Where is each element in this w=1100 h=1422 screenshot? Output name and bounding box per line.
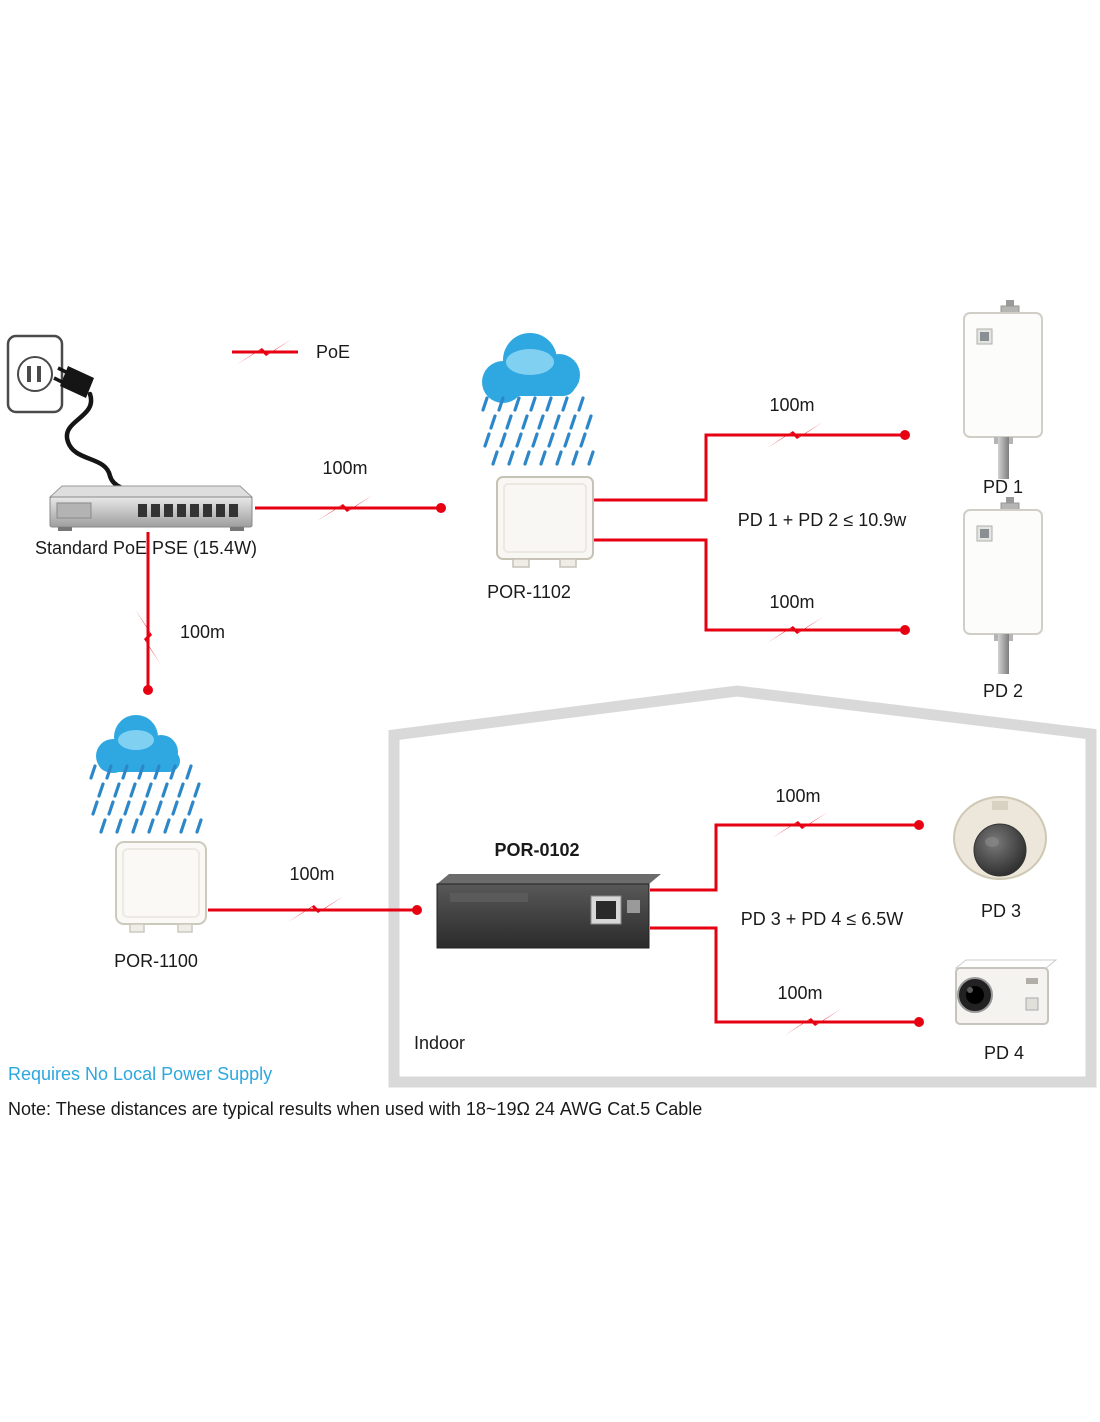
connection-dot (412, 905, 422, 915)
connection-dot (143, 685, 153, 695)
power-budget-indoor-label: PD 3 + PD 4 ≤ 6.5W (740, 909, 904, 929)
connection-lines (146, 350, 916, 1024)
por-1100-image (115, 841, 207, 933)
distance-label-por1100-por0102: 100m (289, 864, 335, 884)
power-outlet-icon (6, 334, 64, 414)
rain-cloud-icon (482, 333, 593, 464)
pd2-label: PD 2 (982, 681, 1024, 701)
distance-label-por0102-pd4: 100m (777, 983, 823, 1003)
link-por0102-pd3 (650, 823, 916, 892)
connection-dot (900, 625, 910, 635)
pd3-label: PD 3 (980, 901, 1022, 921)
rain-icon (91, 766, 201, 832)
connection-dot (914, 820, 924, 830)
power-plug-icon (53, 366, 145, 497)
distance-label-pse-por1100: 100m (180, 622, 226, 642)
power-budget-outdoor-label: PD 1 + PD 2 ≤ 10.9w (737, 510, 907, 530)
por-1102-image (496, 476, 594, 568)
pd1-device-image (963, 300, 1043, 479)
por-1102-label: POR-1102 (487, 582, 571, 602)
indoor-zone-label: Indoor (414, 1033, 466, 1053)
pd4-label: PD 4 (983, 1043, 1025, 1063)
por-0102-label: POR-0102 (494, 840, 580, 860)
por-1100-label: POR-1100 (114, 951, 198, 971)
link-por0102-pd4 (650, 926, 916, 1024)
pd4-box-camera-image (954, 959, 1058, 1025)
no-power-supply-note: Requires No Local Power Supply (8, 1064, 273, 1084)
pd2-device-image (963, 497, 1043, 674)
distance-label-por1102-pd1: 100m (769, 395, 815, 415)
distance-label-por0102-pd3: 100m (775, 786, 821, 806)
cable-note: Note: These distances are typical result… (8, 1099, 703, 1119)
distance-label-pse-por1102: 100m (322, 458, 368, 478)
por-0102-image (436, 874, 661, 949)
connection-dot (900, 430, 910, 440)
link-por1102-pd1 (593, 433, 902, 502)
pd1-label: PD 1 (982, 477, 1024, 497)
connection-dots (143, 430, 924, 1027)
poe-pse-switch-image (48, 485, 254, 531)
pse-label: Standard PoE PSE (15.4W) (34, 538, 258, 558)
pd3-dome-camera-image (953, 796, 1047, 880)
rain-icon (483, 398, 593, 464)
link-por1102-pd2 (593, 538, 902, 632)
connection-dot (436, 503, 446, 513)
indoor-house-outline (388, 685, 1097, 1088)
rain-cloud-icon (91, 715, 201, 832)
connection-dot (914, 1017, 924, 1027)
poe-legend-label: PoE (316, 342, 351, 362)
distance-label-por1102-pd2: 100m (769, 592, 815, 612)
power-cable (64, 391, 145, 497)
